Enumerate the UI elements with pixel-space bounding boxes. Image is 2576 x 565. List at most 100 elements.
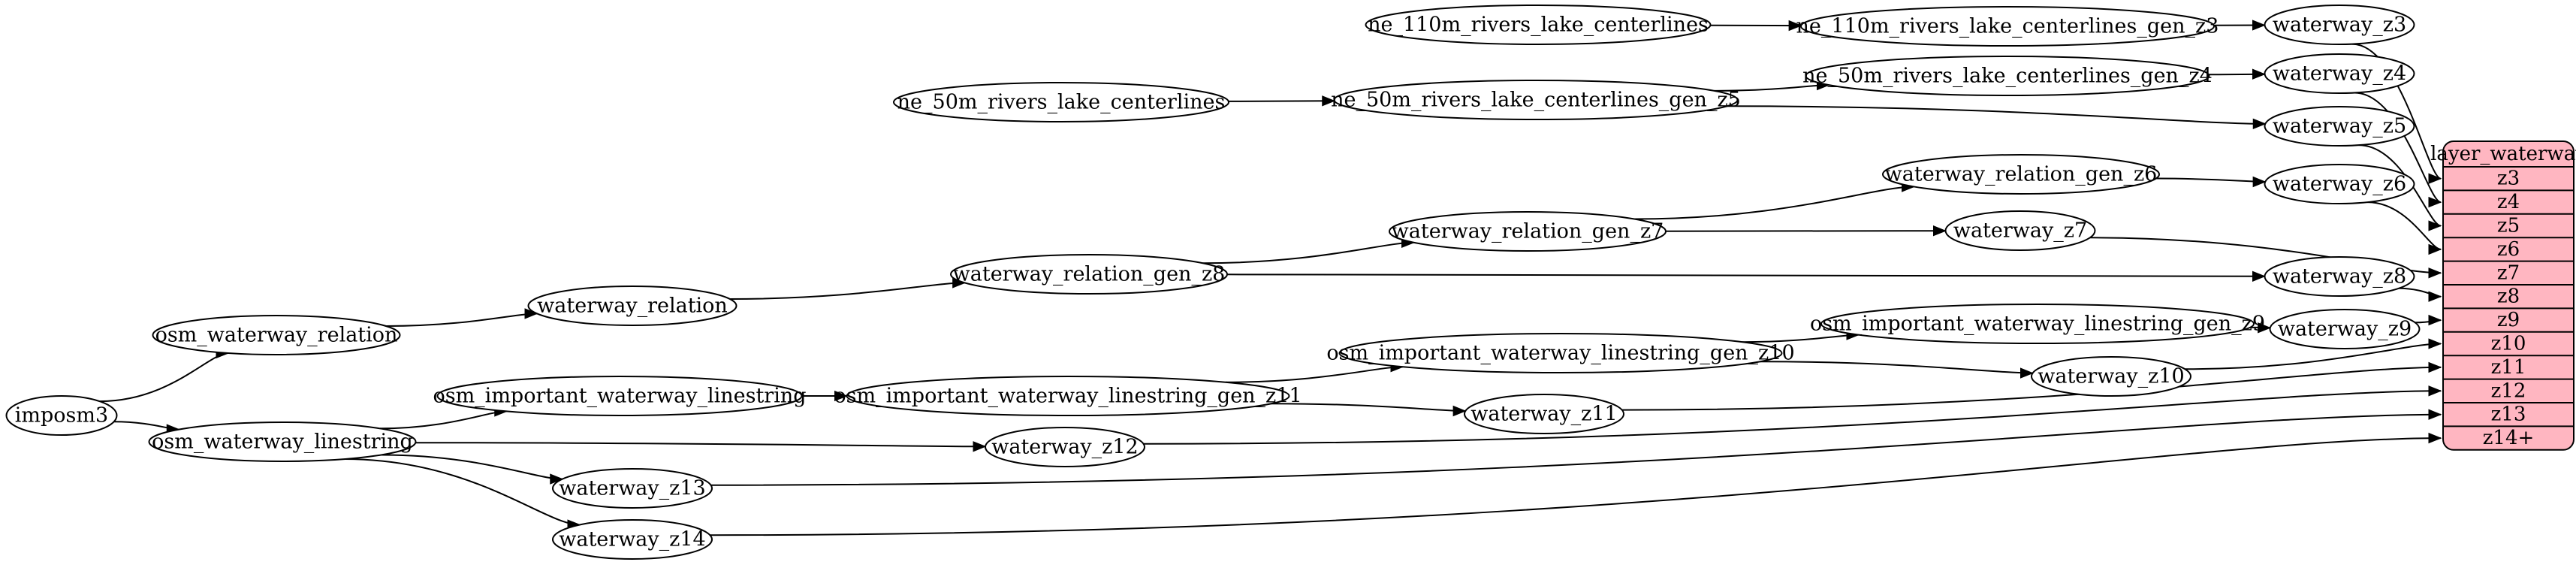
node-label: waterway_z3: [2273, 14, 2406, 37]
edges-layer: [99, 20, 2442, 536]
node-label: imposm3: [15, 404, 108, 428]
edge-waterway_relation_gen_z8-to-waterway_z8: [1226, 270, 2266, 282]
edge-waterway_z9-to-layer_waterway-z9: [2415, 314, 2442, 326]
table-row-label: z3: [2497, 168, 2520, 190]
node-ellipse: [5, 395, 118, 436]
table-row-z13: z13: [2491, 403, 2526, 426]
table-row-z12: z12: [2491, 379, 2526, 402]
node-ellipse: [1944, 210, 2096, 251]
edge-imposm3-to-osm_waterway_relation: [99, 347, 230, 403]
node-label: ne_50m_rivers_lake_centerlines: [897, 91, 1226, 114]
node-label: osm_important_waterway_linestring: [433, 385, 806, 408]
node-label: waterway_relation_gen_z6: [1885, 163, 2158, 186]
table-row-label: z14+: [2483, 427, 2535, 449]
node-waterway_z11: waterway_z11: [1464, 394, 1624, 434]
node-osm_important_waterway_linestring_gen_z10: osm_important_waterway_linestring_gen_z1…: [1326, 333, 1795, 373]
edge-waterway_z8-to-layer_waterway-z8: [2399, 287, 2442, 302]
edge-waterway_z10-to-layer_waterway-z10: [2185, 338, 2442, 370]
node-ne_110m_rivers_lake_centerlines_gen_z3: ne_110m_rivers_lake_centerlines_gen_z3: [1796, 6, 2219, 47]
node-imposm3: imposm3: [5, 395, 118, 436]
node-ellipse: [1800, 6, 2215, 47]
edge-osm_important_waterway_linestring_gen_z11-to-osm_important_waterway_linestring_gen_z10: [1225, 361, 1404, 383]
table-row-z7: z7: [2497, 261, 2520, 284]
table-row-z8: z8: [2497, 286, 2520, 308]
node-label: ne_50m_rivers_lake_centerlines_gen_z5: [1331, 89, 1741, 112]
node-waterway_z5: waterway_z5: [2264, 106, 2415, 147]
node-ellipse: [2264, 53, 2415, 94]
table-row-label: z13: [2491, 403, 2526, 426]
node-osm_important_waterway_linestring_gen_z11: osm_important_waterway_linestring_gen_z1…: [834, 376, 1302, 416]
node-ne_50m_rivers_lake_centerlines_gen_z4: ne_50m_rivers_lake_centerlines_gen_z4: [1802, 56, 2213, 96]
table-title: layer_waterway: [2430, 143, 2576, 165]
edge-osm_important_waterway_linestring_gen_z10-to-waterway_z10: [1760, 361, 2034, 379]
node-ellipse: [1805, 56, 2210, 96]
edge-waterway_z7-to-layer_waterway-z7: [2089, 237, 2442, 279]
node-label: waterway_z6: [2273, 173, 2406, 196]
node-ellipse: [436, 376, 803, 416]
node-label: waterway_z8: [2273, 265, 2406, 289]
table-row-z14+: z14+: [2483, 427, 2535, 449]
node-ellipse: [1882, 154, 2160, 195]
node-label: waterway_z7: [1953, 219, 2087, 243]
node-ellipse: [1365, 5, 1712, 45]
node-ne_110m_rivers_lake_centerlines: ne_110m_rivers_lake_centerlines: [1365, 5, 1712, 45]
table-layer_waterway: layer_waterway z3z4z5z6z7z8z9z10z11z12z13…: [2430, 140, 2576, 451]
node-ellipse: [1820, 304, 2255, 344]
node-ellipse: [552, 468, 713, 509]
node-label: waterway_z13: [559, 477, 706, 500]
node-waterway_z8: waterway_z8: [2264, 256, 2415, 297]
table-row-label: z5: [2497, 215, 2520, 237]
table-row-label: z6: [2497, 238, 2520, 261]
node-osm_waterway_linestring: osm_waterway_linestring: [148, 421, 417, 462]
edge-waterway_relation-to-waterway_relation_gen_z8: [729, 277, 967, 300]
node-label: waterway_z4: [2273, 62, 2406, 86]
table-row-label: z12: [2491, 379, 2526, 402]
edge-osm_waterway_linestring-to-waterway_z14: [344, 458, 581, 530]
node-ellipse: [552, 519, 713, 560]
table-row-z11: z11: [2491, 356, 2526, 379]
edge-waterway_z13-to-layer_waterway-z13: [710, 409, 2442, 486]
node-waterway_relation_gen_z7: waterway_relation_gen_z7: [1389, 211, 1667, 252]
table-row-z9: z9: [2497, 309, 2520, 331]
node-waterway_z9: waterway_z9: [2269, 309, 2421, 349]
node-ellipse: [893, 82, 1229, 122]
node-label: waterway_z5: [2273, 115, 2406, 138]
edge-ne_50m_rivers_lake_centerlines_gen_z5-to-ne_50m_rivers_lake_centerlines_gen_z4: [1714, 79, 1830, 92]
table-outline: [2442, 140, 2574, 451]
node-ellipse: [2264, 256, 2415, 297]
node-label: waterway_relation_gen_z7: [1392, 220, 1664, 243]
node-label: waterway_z11: [1470, 403, 1618, 426]
table-row-z4: z4: [2497, 191, 2520, 213]
node-ellipse: [1338, 333, 1783, 373]
edge-waterway_relation_gen_z7-to-waterway_relation_gen_z6: [1634, 181, 1916, 220]
table-row-label: z7: [2497, 261, 2520, 284]
edge-waterway_z6-to-layer_waterway-z6: [2367, 201, 2442, 255]
node-waterway_z3: waterway_z3: [2264, 5, 2415, 45]
edge-ne_50m_rivers_lake_centerlines_gen_z4-to-waterway_z4: [2208, 68, 2266, 80]
edge-waterway_relation_gen_z8-to-waterway_relation_gen_z7: [1202, 237, 1416, 264]
node-label: osm_waterway_linestring: [152, 431, 413, 454]
node-osm_important_waterway_linestring: osm_important_waterway_linestring: [433, 376, 807, 416]
edge-waterway_z14-to-layer_waterway-z14+: [710, 432, 2442, 536]
node-ellipse: [148, 421, 417, 462]
table-row-z10: z10: [2491, 333, 2526, 355]
node-ellipse: [2264, 106, 2415, 147]
node-label: osm_waterway_relation: [155, 324, 398, 347]
node-label: osm_important_waterway_linestring_gen_z1…: [1326, 342, 1794, 365]
node-ellipse: [1389, 211, 1667, 252]
node-label: waterway_z9: [2278, 318, 2412, 341]
edge-ne_50m_rivers_lake_centerlines_gen_z5-to-waterway_z5: [1727, 105, 2267, 129]
node-ellipse: [2031, 356, 2191, 397]
node-osm_important_waterway_linestring_gen_z9: osm_important_waterway_linestring_gen_z9: [1810, 304, 2265, 344]
node-label: waterway_z10: [2038, 365, 2185, 388]
node-ellipse: [527, 286, 738, 326]
node-waterway_z13: waterway_z13: [552, 468, 713, 509]
node-label: osm_important_waterway_linestring_gen_z9: [1810, 313, 2265, 336]
table-row-label: z8: [2497, 286, 2520, 308]
node-waterway_z12: waterway_z12: [985, 427, 1145, 467]
edge-waterway_z4-to-layer_waterway-z4: [2354, 92, 2442, 208]
edge-osm_waterway_linestring-to-waterway_z13: [381, 454, 564, 485]
edge-osm_waterway_relation-to-waterway_relation: [385, 308, 538, 327]
edge-waterway_relation_gen_z6-to-waterway_z6: [2155, 176, 2267, 188]
